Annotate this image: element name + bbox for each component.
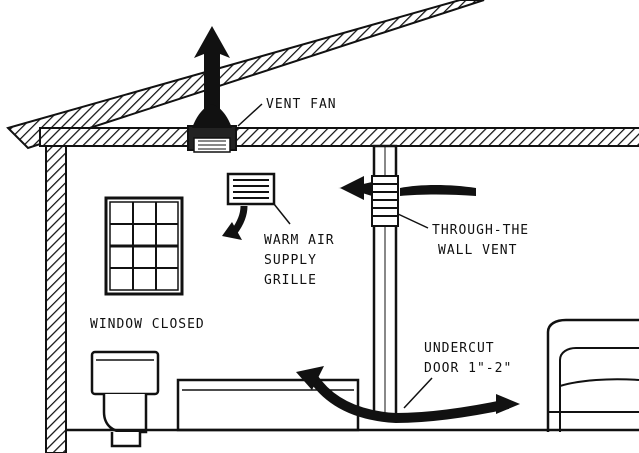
bathtub bbox=[176, 378, 360, 432]
undercut-airflow-arrow-icon bbox=[296, 366, 520, 424]
left-wall bbox=[45, 145, 67, 453]
warm-air-label-1: WARM AIR bbox=[264, 233, 335, 248]
undercut-leader bbox=[403, 377, 433, 409]
toilet bbox=[90, 350, 160, 448]
undercut-label-2: DOOR 1"-2" bbox=[424, 361, 512, 376]
roof bbox=[6, 0, 485, 150]
through-wall-vent bbox=[371, 175, 399, 227]
vent-fan-leader bbox=[237, 103, 263, 127]
warm-air-label-3: GRILLE bbox=[264, 273, 317, 288]
through-wall-label-1: THROUGH-THE bbox=[432, 223, 529, 238]
warm-air-leader bbox=[273, 203, 291, 225]
window bbox=[104, 196, 184, 296]
exhaust-arrow-icon bbox=[192, 26, 232, 128]
through-wall-arrow-icon bbox=[338, 176, 476, 200]
through-wall-leader bbox=[397, 213, 429, 229]
warm-air-label-2: SUPPLY bbox=[264, 253, 317, 268]
window-closed-label: WINDOW CLOSED bbox=[90, 317, 205, 332]
vent-fan bbox=[187, 125, 237, 153]
warm-air-arrow-icon bbox=[222, 205, 248, 240]
vent-fan-label: VENT FAN bbox=[266, 97, 337, 112]
ceiling bbox=[39, 127, 639, 147]
sofa bbox=[546, 318, 639, 432]
through-wall-label-2: WALL VENT bbox=[438, 243, 517, 258]
undercut-label-1: UNDERCUT bbox=[424, 341, 495, 356]
warm-air-grille bbox=[226, 172, 276, 206]
